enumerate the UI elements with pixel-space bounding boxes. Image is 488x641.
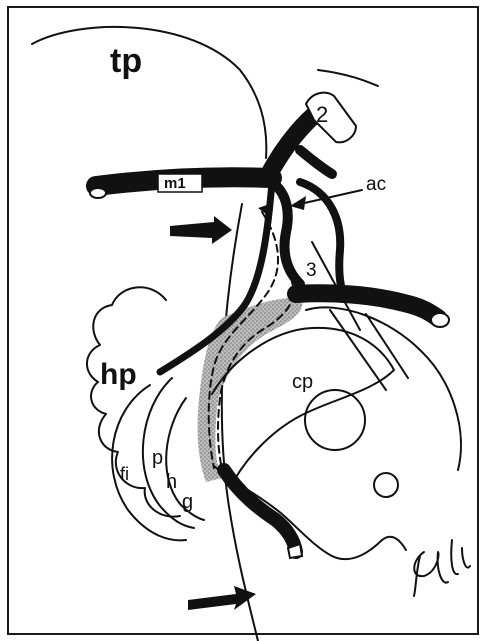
small-nucleus-circle	[374, 473, 398, 497]
label-m1: m1	[164, 175, 186, 192]
label-fi: fi	[120, 464, 129, 484]
m1-vessel-end	[90, 188, 106, 198]
temporal-pole-outline	[32, 27, 266, 158]
red-nucleus-circle	[305, 390, 365, 450]
cut-line	[222, 204, 258, 641]
brainstem-outline	[306, 307, 461, 470]
carotid-cylinder	[306, 93, 356, 143]
pca-vessel-end	[431, 313, 449, 327]
label-tp: tp	[110, 42, 142, 80]
label-cp: cp	[292, 371, 313, 393]
signature	[414, 540, 470, 596]
ica-branch	[300, 150, 332, 174]
label-g: g	[182, 491, 193, 513]
label-hp: hp	[100, 358, 137, 391]
temporal-lobe-outline	[318, 70, 378, 86]
label-ac: ac	[366, 174, 386, 195]
label-2: 2	[316, 102, 328, 127]
midbrain-lower-outline	[214, 466, 406, 559]
optic-tract-line-3	[366, 314, 408, 378]
upper-black-arrow	[170, 216, 232, 244]
shaded-band	[198, 298, 303, 482]
label-h: h	[166, 471, 177, 493]
ac-arrowhead	[290, 196, 306, 210]
label-3: 3	[306, 260, 317, 281]
label-p: p	[152, 447, 163, 469]
pcom-vessel	[272, 182, 300, 284]
